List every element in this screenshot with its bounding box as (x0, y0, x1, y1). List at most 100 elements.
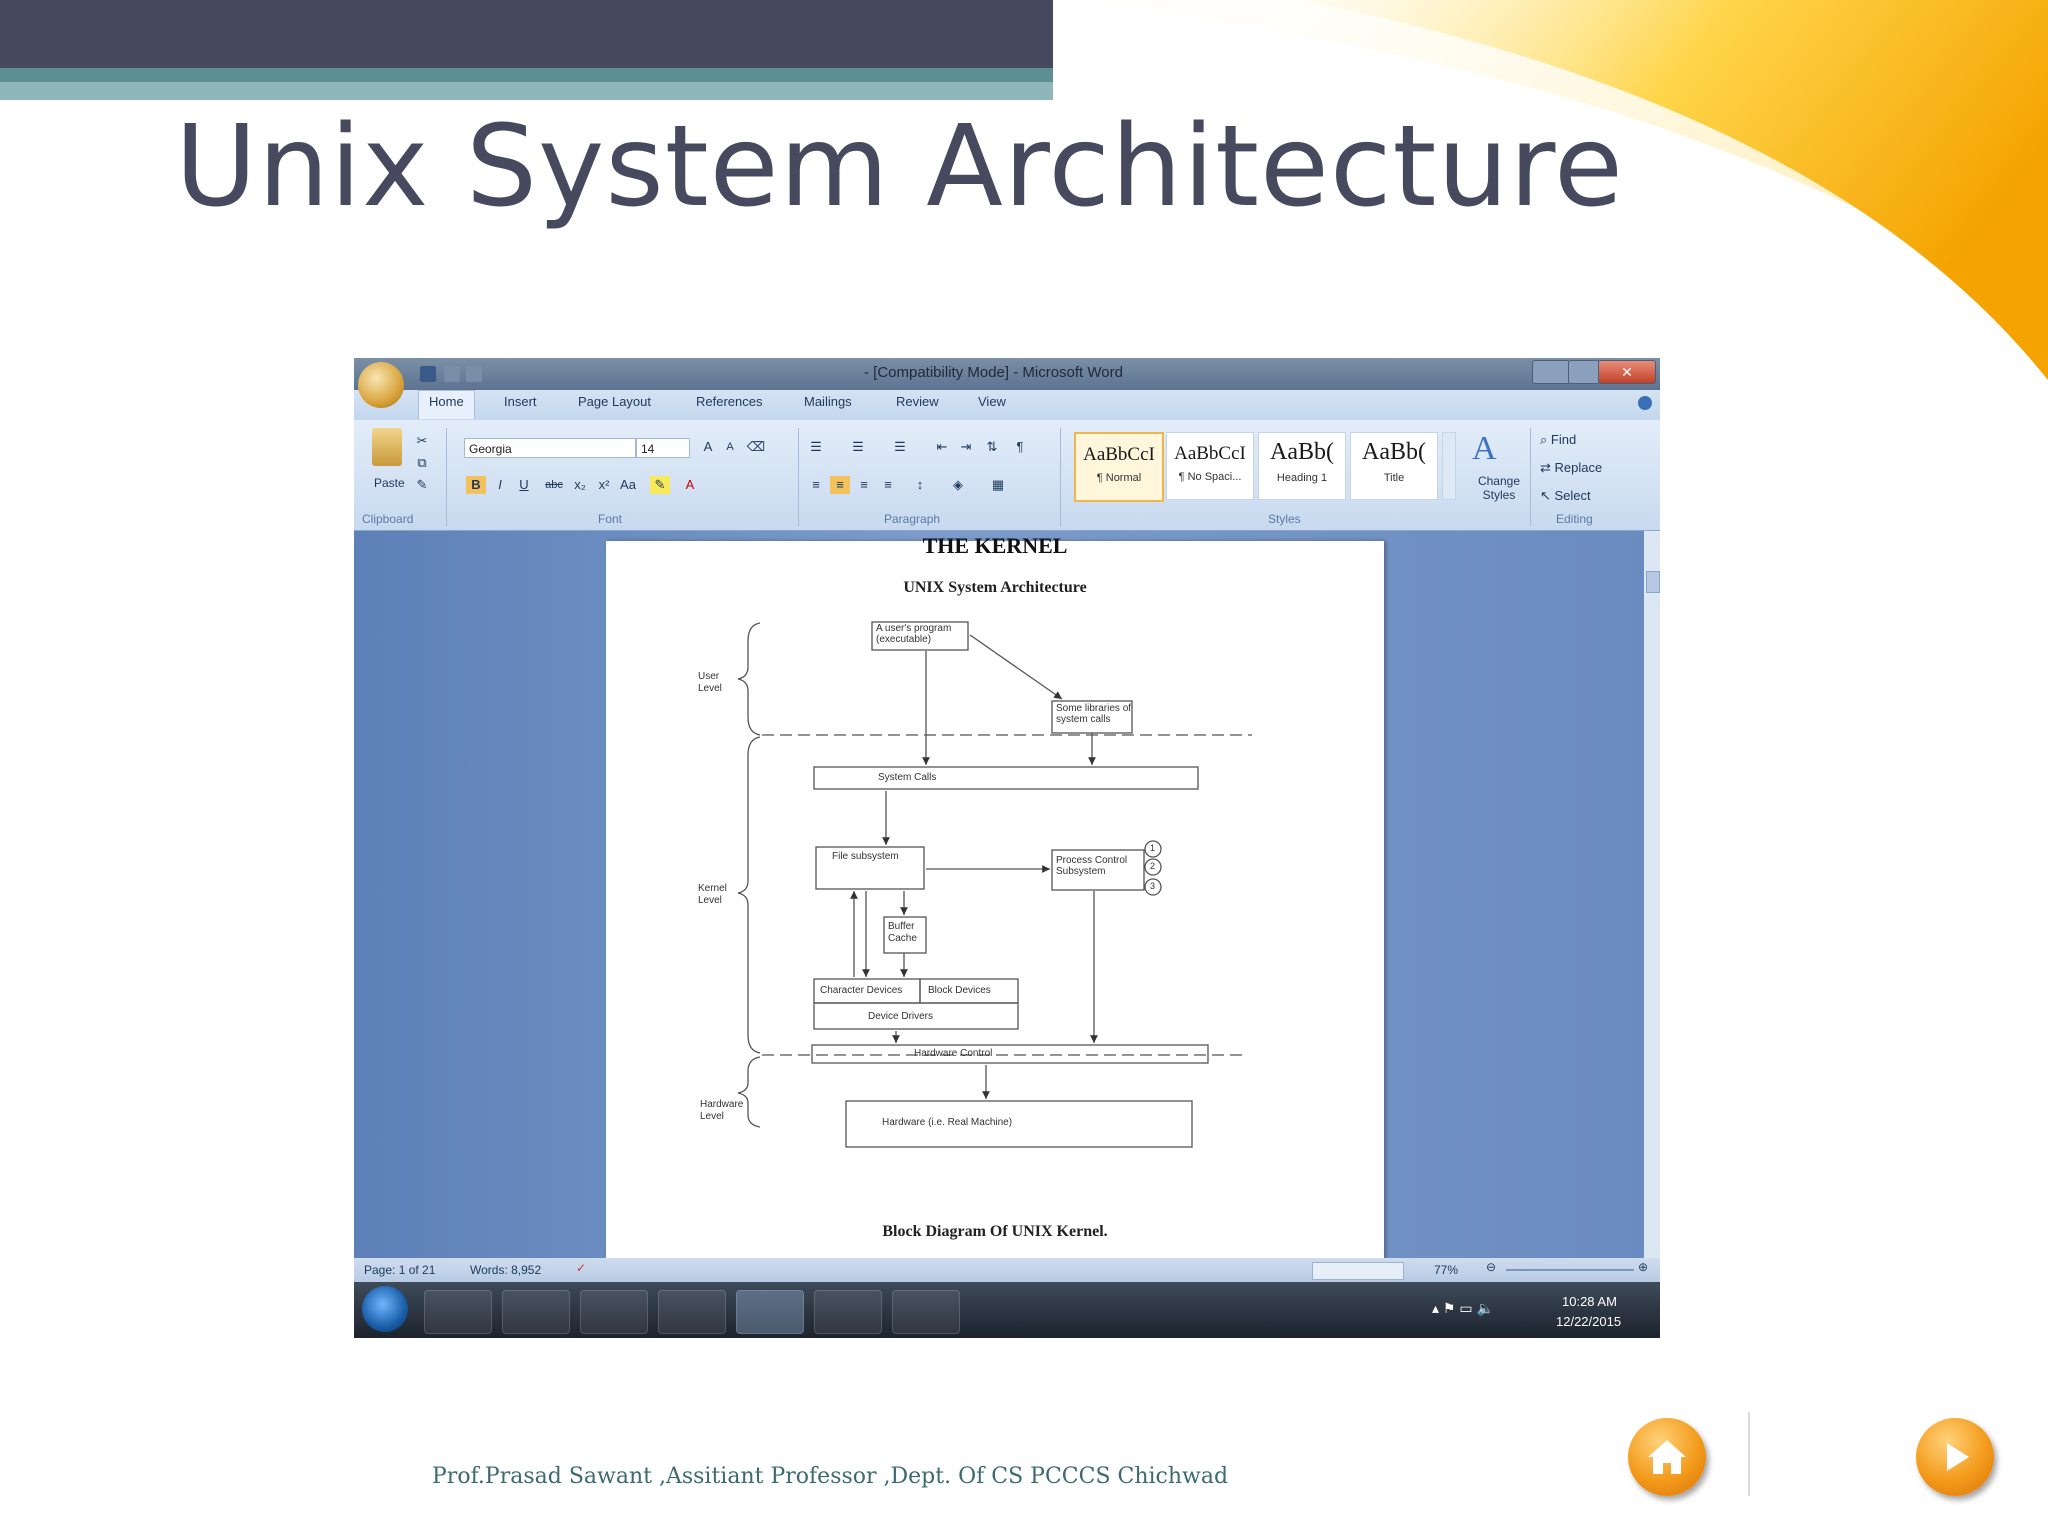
group-editing-label: Editing (1556, 512, 1593, 526)
replace-button[interactable]: ⇄ Replace (1540, 460, 1602, 476)
change-styles-label[interactable]: Change Styles (1477, 474, 1521, 502)
view-buttons[interactable] (1312, 1262, 1404, 1280)
security-shield-icon[interactable] (814, 1290, 882, 1334)
word-titlebar (354, 358, 1660, 390)
help-icon[interactable] (1638, 396, 1652, 410)
sort-icon[interactable]: ⇅ (986, 439, 998, 454)
find-button[interactable]: ⌕ Find (1540, 432, 1576, 448)
redo-icon[interactable] (466, 366, 482, 382)
group-paragraph-label: Paragraph (884, 512, 941, 526)
word-count[interactable]: Words: 8,952 (470, 1263, 542, 1277)
copy-icon[interactable]: ⧉ (417, 455, 427, 470)
change-case-icon[interactable]: Aa (620, 477, 636, 492)
change-styles-icon[interactable]: A (1472, 430, 1497, 467)
paste-icon[interactable] (372, 428, 402, 466)
diagram-caption: Block Diagram Of UNIX Kernel. (882, 1223, 1108, 1240)
proofing-icon[interactable]: ✓ (576, 1261, 587, 1275)
clock-date[interactable]: 12/22/2015 (1556, 1314, 1622, 1329)
superscript-icon[interactable]: x² (598, 477, 610, 492)
borders-icon[interactable]: ▦ (991, 477, 1005, 492)
windows-start-icon[interactable] (362, 1286, 408, 1332)
numbering-icon[interactable]: ☰ (852, 439, 864, 454)
clock-time[interactable]: 10:28 AM (1562, 1294, 1617, 1309)
undo-icon[interactable] (444, 366, 460, 382)
cut-icon[interactable]: ✂ (416, 433, 428, 448)
align-right-icon[interactable]: ≡ (860, 477, 868, 492)
close-icon[interactable]: ✕ (1598, 360, 1656, 384)
save-icon[interactable] (420, 366, 436, 382)
label-device-drivers: Device Drivers (868, 1011, 934, 1022)
kernel-block-diagram (737, 621, 1252, 1148)
group-separator (1060, 428, 1061, 526)
paste-label[interactable]: Paste (374, 476, 405, 490)
group-font-label: Font (598, 512, 623, 526)
next-slide-button[interactable] (1916, 1418, 1994, 1496)
page-count[interactable]: Page: 1 of 21 (364, 1263, 436, 1277)
pilcrow-icon[interactable]: ¶ (1016, 439, 1024, 454)
word-screenshot: - [Compatibility Mode] - Microsoft Word … (354, 358, 1660, 1338)
underline-icon[interactable]: U (519, 477, 529, 492)
label-process-control: Process Control Subsystem (1056, 855, 1128, 877)
bullets-icon[interactable]: ☰ (810, 439, 822, 454)
zoom-level[interactable]: 77% (1434, 1263, 1459, 1277)
format-painter-icon[interactable]: ✎ (416, 477, 428, 492)
tray-icons[interactable]: ▴ ⚑ ▭ 🔈 (1432, 1300, 1494, 1316)
word-taskbar-icon[interactable] (736, 1290, 804, 1334)
document-page[interactable]: THE KERNEL UNIX System Architecture (606, 533, 1384, 1273)
office-button-icon[interactable] (358, 362, 404, 408)
zoom-out-icon[interactable]: ⊖ (1486, 1260, 1497, 1274)
vertical-scrollbar[interactable] (1644, 531, 1660, 1274)
media-player-icon[interactable] (580, 1290, 648, 1334)
tab-home[interactable]: Home (418, 390, 475, 419)
justify-icon[interactable]: ≡ (884, 477, 892, 492)
internet-explorer-icon[interactable] (424, 1290, 492, 1334)
shading-icon[interactable]: ◈ (953, 477, 963, 492)
multilevel-list-icon[interactable]: ☰ (894, 439, 906, 454)
style-name: Heading 1 (1276, 472, 1328, 484)
style-title[interactable]: AaBb( Title (1350, 432, 1438, 500)
align-center-icon[interactable]: ≡ (830, 476, 850, 494)
select-button[interactable]: ↖ Select (1540, 488, 1591, 504)
subscript-icon[interactable]: x₂ (574, 477, 586, 492)
shrink-font-icon[interactable]: A (726, 441, 734, 453)
group-styles-label: Styles (1268, 512, 1301, 526)
tab-view[interactable]: View (978, 394, 1006, 409)
style-normal[interactable]: AaBbCcI ¶ Normal (1074, 432, 1164, 502)
italic-icon[interactable]: I (498, 477, 502, 492)
file-explorer-icon[interactable] (502, 1290, 570, 1334)
chrome-icon[interactable] (658, 1290, 726, 1334)
home-button[interactable] (1628, 1418, 1706, 1496)
zoom-slider[interactable] (1506, 1269, 1634, 1271)
styles-scroll[interactable] (1442, 432, 1456, 500)
strikethrough-icon[interactable]: abc (545, 479, 563, 491)
find-label: Find (1550, 432, 1577, 447)
font-size-combo[interactable]: 14 (636, 438, 690, 458)
align-left-icon[interactable]: ≡ (812, 477, 820, 492)
font-name-combo[interactable]: Georgia (464, 438, 636, 458)
decrease-indent-icon[interactable]: ⇤ (936, 439, 948, 454)
grow-font-icon[interactable]: A (703, 439, 713, 454)
restore-icon[interactable] (1568, 360, 1600, 384)
style-heading-1[interactable]: AaBb( Heading 1 (1258, 432, 1346, 500)
scroll-thumb[interactable] (1646, 571, 1660, 593)
label-kernel-level: Kernel Level (698, 883, 727, 906)
increase-indent-icon[interactable]: ⇥ (960, 439, 972, 454)
style-no-spacing[interactable]: AaBbCcI ¶ No Spaci... (1166, 432, 1254, 500)
tab-mailings[interactable]: Mailings (804, 394, 852, 409)
recorder-app-icon[interactable] (892, 1290, 960, 1334)
clear-format-icon[interactable]: ⌫ (746, 439, 766, 454)
tab-insert[interactable]: Insert (504, 394, 537, 409)
tab-review[interactable]: Review (896, 394, 939, 409)
windows-taskbar (354, 1282, 1660, 1338)
select-icon: ↖ (1540, 488, 1555, 503)
zoom-in-icon[interactable]: ⊕ (1638, 1260, 1649, 1274)
bold-icon[interactable]: B (466, 476, 486, 494)
tab-references[interactable]: References (696, 394, 763, 409)
highlight-icon[interactable]: ✎ (650, 476, 670, 494)
font-color-icon[interactable]: A (685, 477, 695, 492)
minimize-icon[interactable] (1532, 360, 1570, 384)
tab-page-layout[interactable]: Page Layout (578, 394, 652, 409)
line-spacing-icon[interactable]: ↕ (916, 477, 924, 492)
nav-divider (1748, 1412, 1750, 1496)
slide-title: Unix System Architecture (175, 102, 1624, 232)
